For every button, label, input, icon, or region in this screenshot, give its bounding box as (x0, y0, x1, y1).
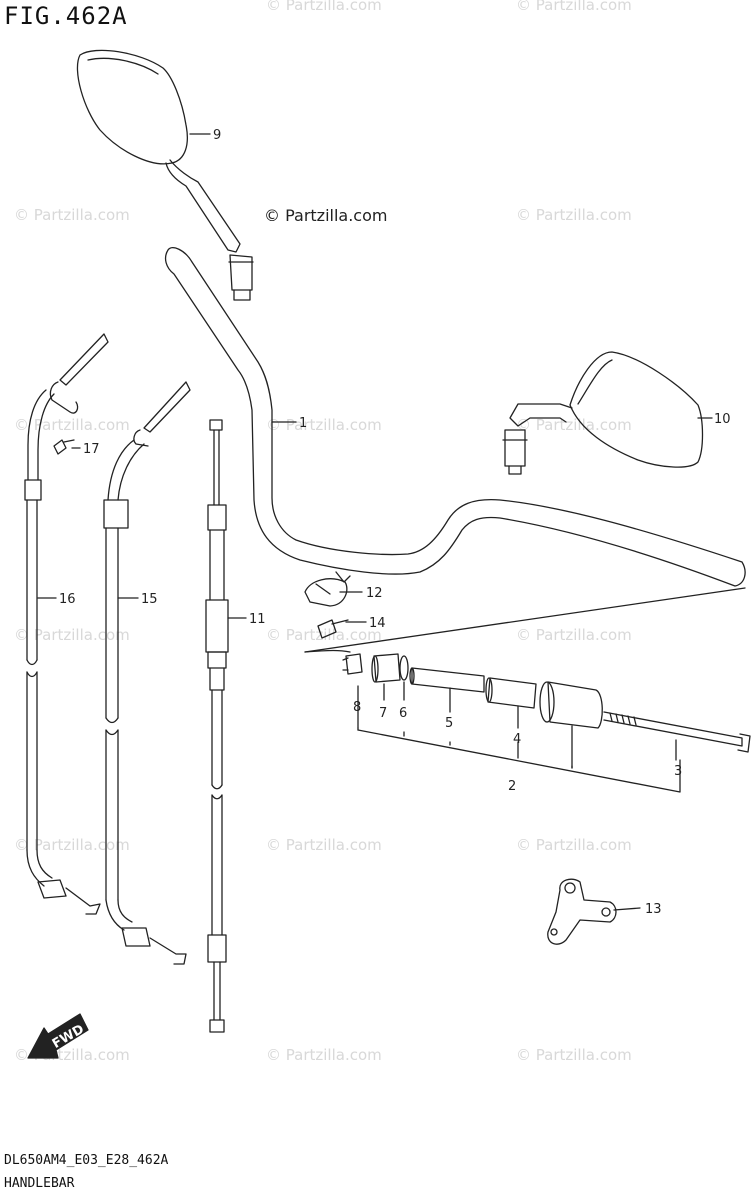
callout-7: 7 (379, 706, 387, 721)
watermark: © Partzilla.com (516, 416, 632, 434)
watermark: © Partzilla.com (266, 1046, 382, 1064)
callout-14: 14 (369, 616, 386, 631)
watermark: © Partzilla.com (14, 206, 130, 224)
figure-title: FIG.462A (4, 2, 128, 30)
throttle-cable-2 (103, 381, 191, 965)
callout-4: 4 (513, 732, 521, 747)
diagram-name: HANDLEBAR (4, 1176, 75, 1191)
watermark: © Partzilla.com (14, 836, 130, 854)
watermark: © Partzilla.com (266, 626, 382, 644)
right-mirror (502, 351, 704, 475)
throttle-cable-1 (24, 333, 109, 915)
callout-3: 3 (674, 764, 682, 779)
callout-15: 15 (141, 592, 158, 607)
small-screw (53, 439, 75, 455)
handlebar (164, 247, 746, 587)
watermark: © Partzilla.com (516, 1046, 632, 1064)
watermark: © Partzilla.com (516, 626, 632, 644)
watermark: © Partzilla.com (266, 836, 382, 854)
callout-16: 16 (59, 592, 76, 607)
callout-9: 9 (213, 128, 221, 143)
callout-11: 11 (249, 612, 266, 627)
bolt (317, 619, 349, 639)
cable-clip (304, 571, 351, 607)
callout-17: 17 (83, 442, 100, 457)
watermark: © Partzilla.com (266, 416, 382, 434)
bar-end-assembly (304, 587, 751, 793)
callout-12: 12 (366, 586, 383, 601)
watermark: © Partzilla.com (516, 836, 632, 854)
callout-10: 10 (714, 412, 731, 427)
callout-5: 5 (445, 716, 453, 731)
watermark: © Partzilla.com (266, 0, 382, 14)
callout-6: 6 (399, 706, 407, 721)
left-mirror (76, 49, 254, 301)
callout-2: 2 (508, 779, 516, 794)
callout-8: 8 (353, 700, 361, 715)
watermark: © Partzilla.com (516, 0, 632, 14)
watermark: © Partzilla.com (14, 626, 130, 644)
watermark: © Partzilla.com (14, 416, 130, 434)
callout-1: 1 (299, 416, 307, 431)
fwd-arrow: FWD (27, 1013, 89, 1059)
watermark: © Partzilla.com (516, 206, 632, 224)
clutch-cable (205, 419, 229, 1033)
diagram-code: DL650AM4_E03_E28_462A (4, 1153, 169, 1168)
watermark-main: © Partzilla.com (264, 206, 388, 225)
callout-13: 13 (645, 902, 662, 917)
bracket (547, 878, 641, 945)
